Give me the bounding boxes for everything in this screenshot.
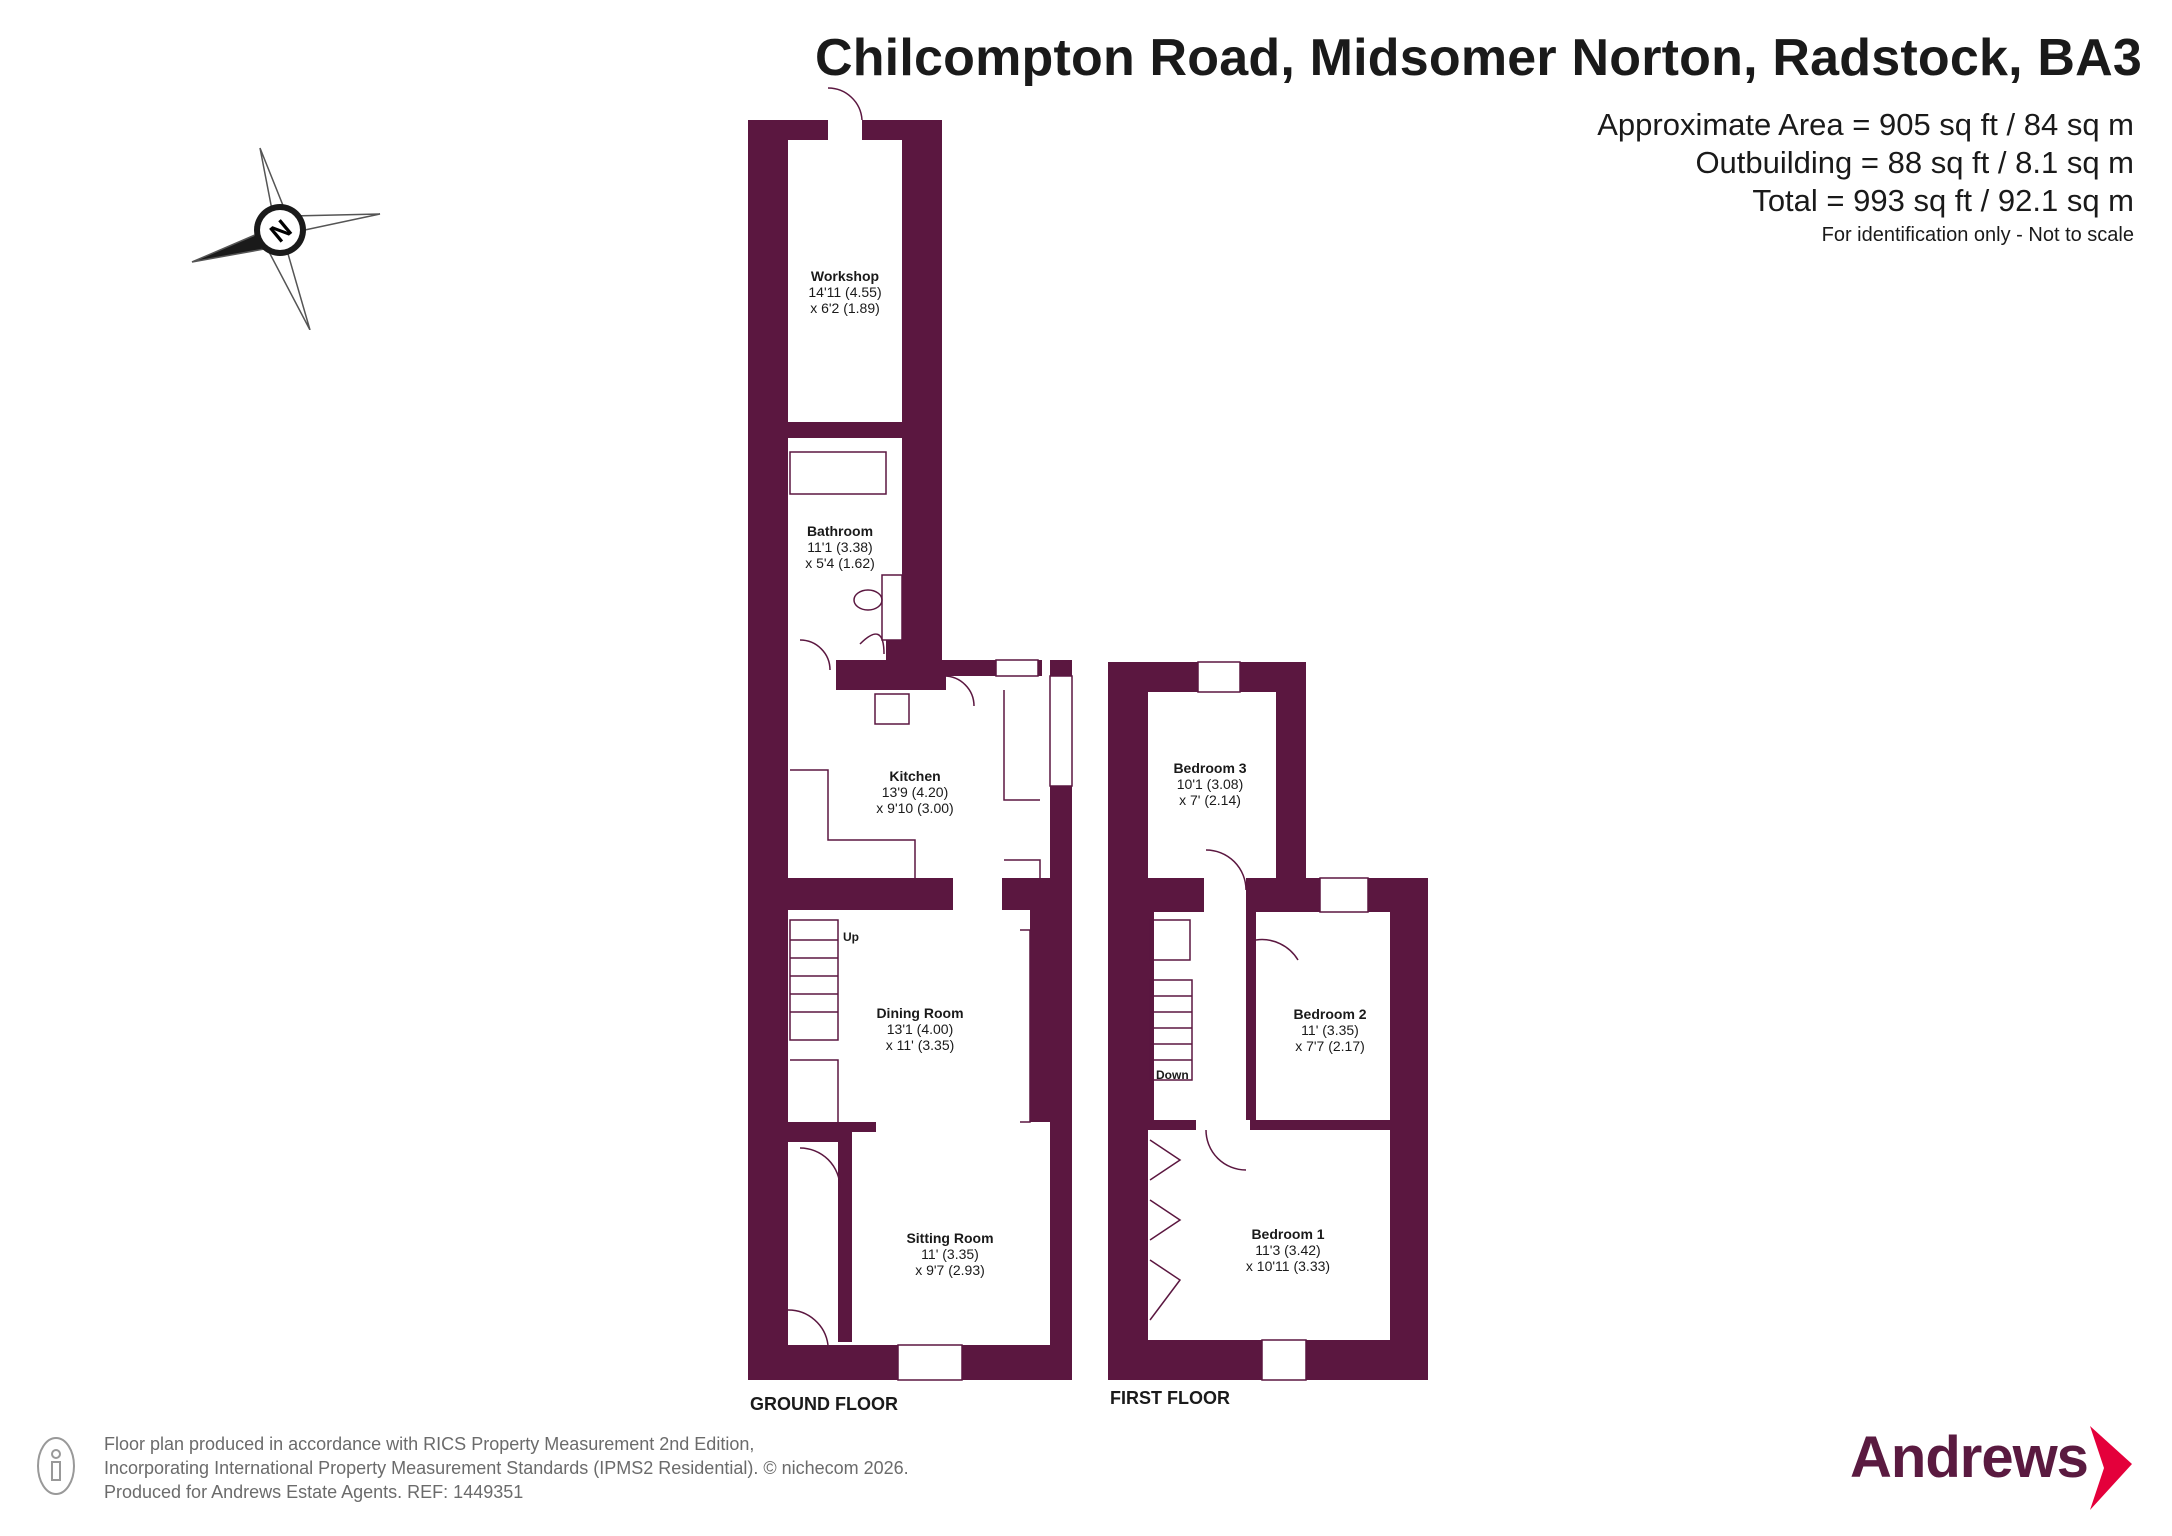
dining-right-column: [1030, 910, 1052, 1122]
room-dining-room: Dining Room 13'1 (4.00) x 11' (3.35): [876, 1005, 964, 1053]
room-kitchen: Kitchen 13'9 (4.20) x 9'10 (3.00): [876, 768, 954, 816]
brand-chevron-icon: [2090, 1426, 2132, 1510]
kitchen-counter: [790, 769, 916, 878]
area-summary: Approximate Area = 905 sq ft / 84 sq m O…: [1597, 106, 2134, 250]
wc-fixture: [853, 589, 883, 611]
kitchen-side-window: [1049, 675, 1073, 787]
bedroom1-window: [1261, 1339, 1307, 1381]
bathroom-window: [881, 574, 903, 641]
hall-partition: [838, 1132, 852, 1342]
first-top-wall-left: [1108, 662, 1198, 692]
basin-fixture: [859, 633, 885, 655]
first-stairs: [1149, 979, 1193, 1081]
dining-sitting-wall: [788, 1122, 876, 1132]
bedroom3-right-wall: [1276, 662, 1306, 878]
landing-bed1-wall: [1148, 1120, 1196, 1130]
person-icon: [37, 1437, 75, 1495]
ground-floor-label: GROUND FLOOR: [750, 1394, 898, 1414]
room-sitting-room: Sitting Room 11' (3.35) x 9'7 (2.93): [906, 1230, 994, 1278]
first-bottom-wall-right: [1306, 1340, 1428, 1380]
ground-stairs: [789, 919, 839, 1041]
room-bedroom-3: Bedroom 3 10'1 (3.08) x 7' (2.14): [1173, 760, 1247, 808]
total-area: Total = 993 sq ft / 92.1 sq m: [1752, 183, 2134, 218]
kitchen-sink: [874, 693, 910, 725]
workshop-top-wall-left: [748, 120, 828, 140]
workshop-right-wall: [902, 120, 942, 650]
sitting-room-window: [897, 1344, 963, 1381]
first-left-wall: [1108, 662, 1148, 1380]
bed3-bed2-wall: [1246, 878, 1320, 912]
bath-kitchen-wall: [836, 660, 946, 690]
ground-left-wall: [748, 120, 788, 1380]
landing-left-inner: [1148, 912, 1154, 1120]
outbuilding-area: Outbuilding = 88 sq ft / 8.1 sq m: [1695, 145, 2134, 180]
footer-disclaimer: Floor plan produced in accordance with R…: [104, 1434, 909, 1502]
room-bathroom: Bathroom 11'1 (3.38) x 5'4 (1.62): [805, 523, 875, 571]
room-workshop: Workshop 14'11 (4.55) x 6'2 (1.89): [808, 268, 882, 316]
room-bedroom-2: Bedroom 2 11' (3.35) x 7'7 (2.17): [1293, 1006, 1367, 1054]
room-bedroom-1: Bedroom 1 11'3 (3.42) x 10'11 (3.33): [1245, 1226, 1331, 1274]
compass-icon: N: [191, 147, 381, 330]
hall-wall: [788, 1132, 848, 1142]
bath-fixture: [789, 451, 887, 495]
workshop-bottom-wall: [788, 422, 902, 438]
property-title: Chilcompton Road, Midsomer Norton, Radst…: [814, 29, 2142, 87]
bed2-bed1-wall: [1250, 1120, 1390, 1130]
kitchen-counter-right: [1003, 690, 1040, 801]
kitchen-dining-wall-right: [1002, 878, 1052, 910]
kitchen-top-window: [995, 659, 1039, 677]
stairs-down-label: Down: [1156, 1068, 1189, 1082]
first-right-wall: [1390, 878, 1428, 1380]
bed2-left-wall: [1246, 912, 1256, 1120]
approximate-area: Approximate Area = 905 sq ft / 84 sq m: [1597, 107, 2134, 142]
bedroom3-window: [1197, 661, 1241, 693]
stairs-up-label: Up: [843, 930, 859, 944]
bedroom2-window: [1319, 877, 1369, 913]
kitchen-right-wall: [1050, 780, 1072, 1380]
brand-logo-text: Andrews: [1850, 1425, 2089, 1490]
first-floor-label: FIRST FLOOR: [1110, 1388, 1230, 1408]
kitchen-dining-wall-left: [788, 878, 953, 910]
scale-note: For identification only - Not to scale: [1821, 224, 2134, 246]
first-bottom-wall-left: [1108, 1340, 1262, 1380]
bed3-landing-wall: [1148, 878, 1204, 912]
